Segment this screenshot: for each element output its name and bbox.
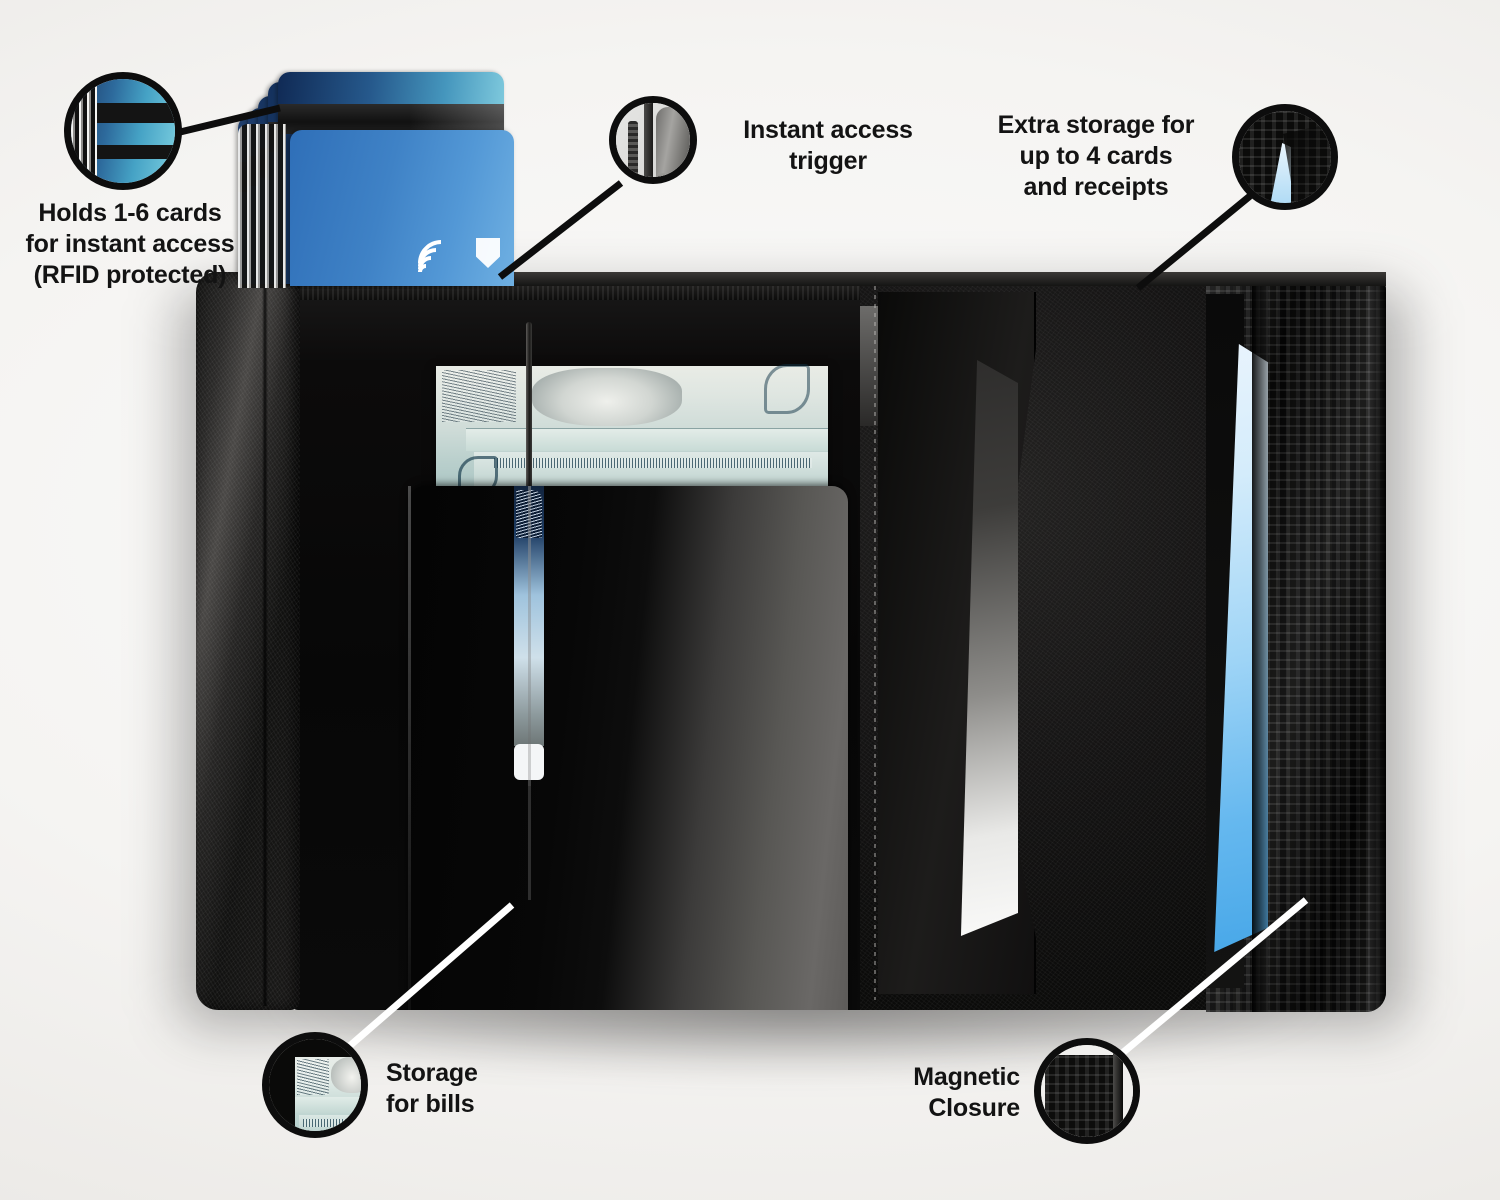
spine-crease	[262, 276, 268, 1006]
callout-label-instant-access-trigger: Instant access trigger	[743, 116, 913, 175]
right-slot-lip	[1252, 272, 1268, 1012]
magnifier-holds-cards	[64, 72, 182, 190]
magnifier-extra-storage	[1232, 104, 1338, 210]
trigger-rod-lower	[528, 486, 531, 786]
cash-pocket-flap	[408, 486, 848, 1010]
wallet-outer-leather-spine	[196, 272, 300, 1010]
magnifier-content-closure	[1041, 1045, 1133, 1137]
middle-stitching	[874, 286, 876, 1000]
magnifier-content-cards	[71, 79, 175, 183]
callout-label-extra-storage: Extra storage for up to 4 cards and rece…	[997, 111, 1195, 201]
wallet-right-carbon-panel	[1206, 272, 1386, 1012]
trigger-rod	[526, 322, 532, 498]
callout-label-storage-for-bills: Storage for bills	[386, 1059, 478, 1118]
magnifier-instant-access-trigger	[609, 96, 697, 184]
flap-edge-highlight	[408, 486, 411, 1010]
wallet-left-interior-panel	[292, 274, 866, 1010]
magnifier-storage-for-bills	[262, 1032, 368, 1138]
card-brand-mark-icon	[476, 238, 500, 268]
card-stack-edges	[238, 124, 286, 288]
contactless-nfc-icon	[408, 230, 474, 286]
trigger-rod-tail	[528, 780, 531, 900]
magnifier-magnetic-closure	[1034, 1038, 1140, 1144]
wallet-middle-suede-panel	[860, 276, 1216, 1010]
callout-label-magnetic-closure: Magnetic Closure	[913, 1063, 1020, 1122]
card-magnetic-stripe	[278, 104, 504, 134]
bill-guilloche	[442, 370, 516, 422]
front-contactless-card	[290, 130, 514, 286]
magnifier-content-trigger	[616, 103, 690, 177]
bill-band-upper	[466, 428, 828, 451]
bill-portrait	[532, 368, 682, 426]
bill-scroll-right	[764, 364, 810, 414]
fanned-card-stack	[238, 72, 514, 288]
bill-microprint	[494, 458, 812, 468]
wallet-product-image	[178, 272, 1408, 1028]
right-edge-bevel	[1368, 272, 1386, 1012]
callout-label-holds-cards: Holds 1-6 cards for instant access (RFID…	[25, 199, 235, 289]
dollar-bills	[436, 364, 828, 496]
magnifier-content-bills	[269, 1039, 361, 1131]
magnifier-content-extra-storage	[1239, 111, 1331, 203]
